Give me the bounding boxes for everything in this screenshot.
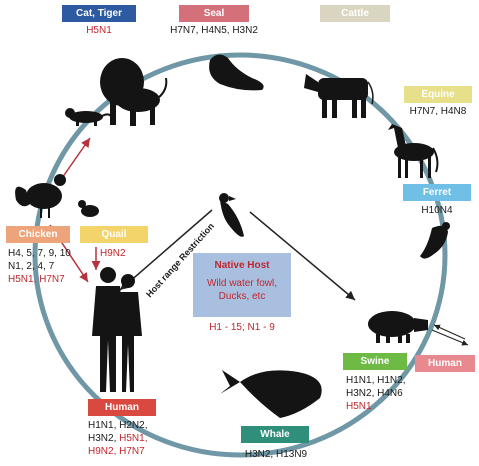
seal-label: Seal [179, 5, 249, 22]
humans-icon [92, 267, 142, 392]
whale-label: Whale [241, 426, 309, 443]
swine-subtypes-line1: H1N1, H1N2, [346, 375, 406, 386]
cat-icon [65, 108, 113, 126]
arrow-duck-to-human [119, 209, 213, 291]
pig-icon [368, 311, 428, 343]
whale-subtypes: H3N2, H13N9 [244, 449, 308, 460]
whale-icon [220, 370, 322, 418]
human-subtypes-line1: H1N1, H2N2, [88, 420, 148, 431]
seal-subtypes: H7N7, H4N5, H3N2 [170, 25, 258, 36]
cattle-label: Cattle [320, 5, 390, 22]
native-host-box [193, 253, 291, 317]
chicken-subtypes-line2: N1, 2, 4, 7 [8, 261, 55, 272]
arrow-swine-to-human [431, 329, 469, 346]
host-cycle-ring [32, 52, 448, 458]
human-subtypes-line2: H3N2, H5N1, [88, 433, 147, 445]
cow-icon [304, 74, 374, 118]
equine-subtypes: H7N7, H4N8 [409, 106, 467, 117]
native-host-title: Native Host [214, 260, 270, 271]
human-label: Human [88, 399, 156, 416]
rooster-icon [15, 174, 66, 218]
ferret-label: Ferret [403, 184, 471, 201]
human-subtypes-line3: H9N2, H7N7 [88, 446, 145, 457]
swine-subtypes-red: H5N1 [346, 401, 372, 412]
duck-icon [219, 193, 244, 237]
native-host-description-line2: Ducks, etc [218, 291, 266, 302]
quail-icon [78, 200, 99, 217]
native-host-description-line1: Wild water fowl, [206, 278, 277, 289]
native-host-subtypes: H1 - 15; N1 - 9 [209, 322, 275, 333]
swine-label: Swine [343, 353, 407, 370]
horse-icon [388, 124, 439, 178]
human-side-label: Human [415, 355, 475, 372]
human-subtypes-line2-red: H5N1, [119, 433, 148, 444]
chicken-subtypes-line1: H4, 5, 7, 9, 10 [8, 248, 71, 259]
quail-subtypes: H9N2 [100, 248, 126, 259]
human-subtypes-line2-dark: H3N2, [88, 433, 120, 444]
quail-label: Quail [80, 226, 148, 243]
chicken-label: Chicken [6, 226, 70, 243]
arrow-duck-to-swine [249, 211, 356, 301]
chicken-subtypes-line3: H5N1, H7N7 [8, 274, 65, 285]
equine-label: Equine [404, 86, 472, 103]
swine-subtypes-line2: H3N2, H4N6 [346, 388, 403, 399]
arrow-cat-to-lion [61, 137, 91, 179]
lion-icon [100, 58, 168, 126]
ferret-subtypes: H10N4 [421, 205, 453, 216]
cat-tiger-label: Cat, Tiger [62, 5, 136, 22]
arrow-human-to-swine [433, 324, 466, 340]
cat-tiger-subtypes: H5N1 [86, 25, 112, 36]
ferret-icon [420, 222, 450, 259]
seal-icon [209, 54, 264, 91]
